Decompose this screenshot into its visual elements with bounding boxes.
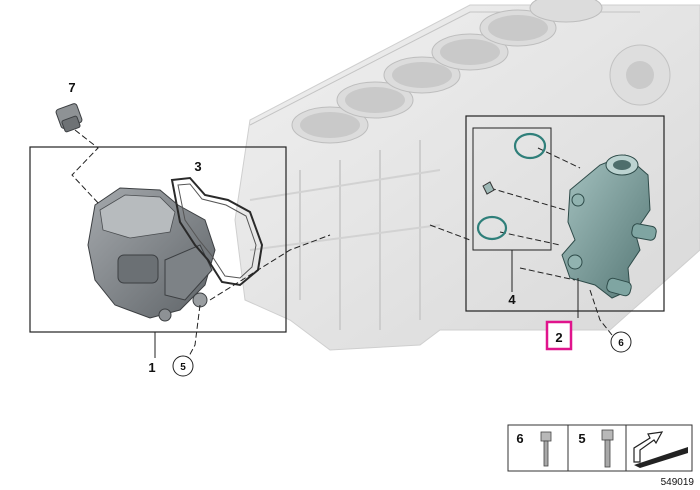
highlight-box [545,320,573,351]
leader-lines [71,129,613,359]
callout-7[interactable]: 7 [68,80,75,95]
direction-arrow-icon [633,431,688,468]
callout-6-circle[interactable]: 6 [610,331,632,353]
engine-block [234,0,700,351]
diagram-id: 549019 [661,477,695,488]
callout-2-highlight[interactable]: 2 [545,320,573,351]
item-1-frame [29,146,287,333]
callout-1[interactable]: 1 [148,360,155,375]
callout-4[interactable]: 4 [508,292,516,307]
bolt-5-icon[interactable] [601,429,614,468]
legend-label-5: 5 [578,431,585,446]
item-2-frame [465,115,665,312]
callout-5: 5 [180,362,186,373]
callout-leaders [154,250,579,358]
coolant-housing[interactable] [561,154,657,299]
sensor-plug[interactable] [55,103,83,133]
callout-6: 6 [618,338,624,349]
o-ring-upper[interactable] [513,132,547,160]
legend-label-6: 6 [516,431,523,446]
small-seal[interactable] [482,181,495,195]
fastener-legend: 6 5 [507,424,693,472]
pump-assembly[interactable] [87,187,216,322]
bolt-6-icon[interactable] [540,431,552,467]
o-ring-lower[interactable] [476,215,508,241]
callout-3[interactable]: 3 [194,159,201,174]
callout-2: 2 [555,330,562,345]
callout-5-circle[interactable]: 5 [172,355,194,377]
